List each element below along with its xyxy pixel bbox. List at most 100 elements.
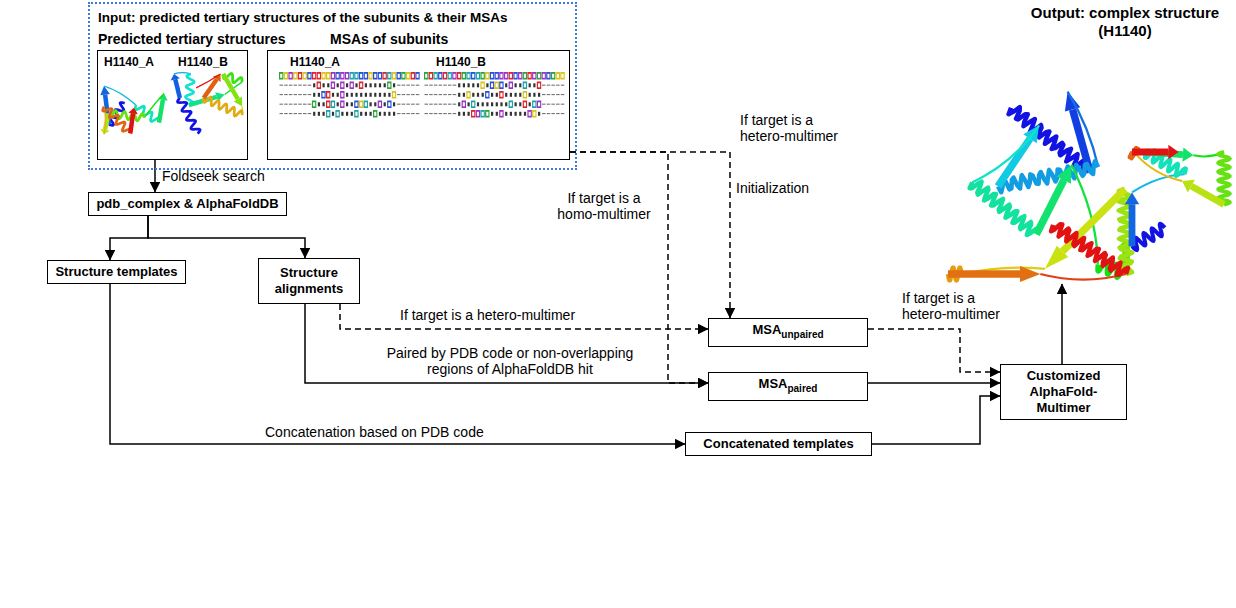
illustration-stroke xyxy=(416,113,420,115)
illustration-stroke xyxy=(337,83,339,87)
database-box: pdb_complex & AlphaFoldDB xyxy=(88,192,287,216)
illustration-stroke xyxy=(327,93,329,97)
illustration-stroke xyxy=(486,93,488,97)
illustration-stroke xyxy=(439,113,443,115)
illustration-stroke xyxy=(546,72,550,80)
illustration-stroke xyxy=(355,74,357,78)
edge-label: If target is a hetero-multimer xyxy=(740,112,852,144)
illustration-stroke xyxy=(103,107,132,134)
flow-arrow xyxy=(148,216,305,258)
illustration-stroke xyxy=(1191,186,1224,204)
illustration-stroke xyxy=(477,93,479,97)
illustration-stroke xyxy=(416,94,420,96)
illustration-stroke xyxy=(196,74,220,88)
illustration-stroke xyxy=(500,83,502,87)
illustration-stroke xyxy=(491,93,493,97)
illustration-stroke xyxy=(510,93,512,97)
illustration-stroke xyxy=(532,101,536,109)
illustration-stroke xyxy=(515,102,517,106)
illustration-stroke xyxy=(523,82,527,90)
illustration-stroke xyxy=(332,74,334,78)
illustration-stroke xyxy=(472,83,474,87)
illustration-stroke xyxy=(327,74,329,78)
illustration-stroke xyxy=(457,72,461,80)
illustration-stroke xyxy=(524,83,526,87)
illustration-stroke xyxy=(406,94,410,96)
illustration-stroke xyxy=(284,72,288,80)
illustration-stroke xyxy=(510,102,512,106)
subunit-label: H1140_B xyxy=(436,53,486,71)
illustration-stroke xyxy=(284,103,288,105)
illustration-stroke xyxy=(397,94,401,96)
illustration-stroke xyxy=(472,93,474,97)
illustration-stroke xyxy=(499,72,503,80)
illustration-stroke xyxy=(340,91,344,99)
illustration-stroke xyxy=(388,102,390,106)
illustration-stroke xyxy=(303,103,307,105)
illustration-stroke xyxy=(351,93,353,97)
illustration-stroke xyxy=(313,83,315,87)
illustration-stroke xyxy=(326,101,330,109)
illustration-stroke xyxy=(477,83,479,87)
illustration-stroke xyxy=(509,72,513,80)
illustration-stroke xyxy=(346,102,348,106)
illustration-stroke xyxy=(159,100,163,123)
illustration-stroke xyxy=(340,82,344,90)
msa-panel: MSAs of subunitsH1140_AH1140_B xyxy=(267,50,570,160)
illustration-stroke xyxy=(337,74,339,78)
illustration-stroke xyxy=(537,82,541,90)
illustration-stroke xyxy=(519,74,521,78)
illustration-stroke xyxy=(416,103,420,105)
illustration-stroke xyxy=(327,112,329,116)
illustration-stroke xyxy=(392,91,396,99)
illustration-stroke xyxy=(406,72,410,80)
illustration-stroke xyxy=(359,72,363,80)
illustration-stroke xyxy=(491,102,493,106)
illustration-stroke xyxy=(542,72,546,80)
illustration-stroke xyxy=(429,72,433,80)
illustration-stroke xyxy=(496,83,498,87)
illustration-stroke xyxy=(397,72,401,80)
illustration-stroke xyxy=(425,84,429,86)
subunit-label: H1140_A xyxy=(104,53,154,71)
illustration-stroke xyxy=(393,83,395,87)
illustration-stroke xyxy=(1136,154,1182,181)
illustration-stroke xyxy=(298,72,302,80)
illustration-stroke xyxy=(533,93,535,97)
illustration-stroke xyxy=(374,102,376,106)
illustration-stroke xyxy=(485,110,489,118)
illustration-stroke xyxy=(538,102,540,106)
illustration-stroke xyxy=(482,93,484,97)
illustration-stroke xyxy=(298,84,302,86)
illustration-stroke xyxy=(538,112,540,116)
illustration-stroke xyxy=(500,93,502,97)
process-box: Structure templates xyxy=(47,260,186,284)
illustration-stroke xyxy=(515,83,517,87)
illustration-stroke xyxy=(486,112,488,116)
protein-cartoon xyxy=(948,92,1134,282)
illustration-stroke xyxy=(519,102,521,106)
illustration-stroke xyxy=(449,74,451,78)
illustration-stroke xyxy=(529,93,531,97)
illustration-stroke xyxy=(294,94,298,96)
box-label: Structure templates xyxy=(55,264,177,280)
illustration-stroke xyxy=(327,83,329,87)
illustration-stroke xyxy=(490,82,494,90)
illustration-stroke xyxy=(538,83,540,87)
illustration-stroke xyxy=(551,94,555,96)
illustration-stroke xyxy=(303,72,307,80)
illustration-stroke xyxy=(351,83,353,87)
illustration-stroke xyxy=(485,91,489,99)
illustration-stroke xyxy=(388,93,390,97)
illustration-stroke xyxy=(523,72,527,80)
illustration-stroke xyxy=(298,94,302,96)
input-region: Input: predicted tertiary structures of … xyxy=(88,2,577,170)
illustration-stroke xyxy=(443,113,447,115)
illustration-stroke xyxy=(323,112,325,116)
illustration-stroke xyxy=(351,74,353,78)
illustration-stroke xyxy=(411,103,415,105)
illustration-stroke xyxy=(482,83,484,87)
illustration-stroke xyxy=(519,83,521,87)
illustration-stroke xyxy=(313,74,315,78)
